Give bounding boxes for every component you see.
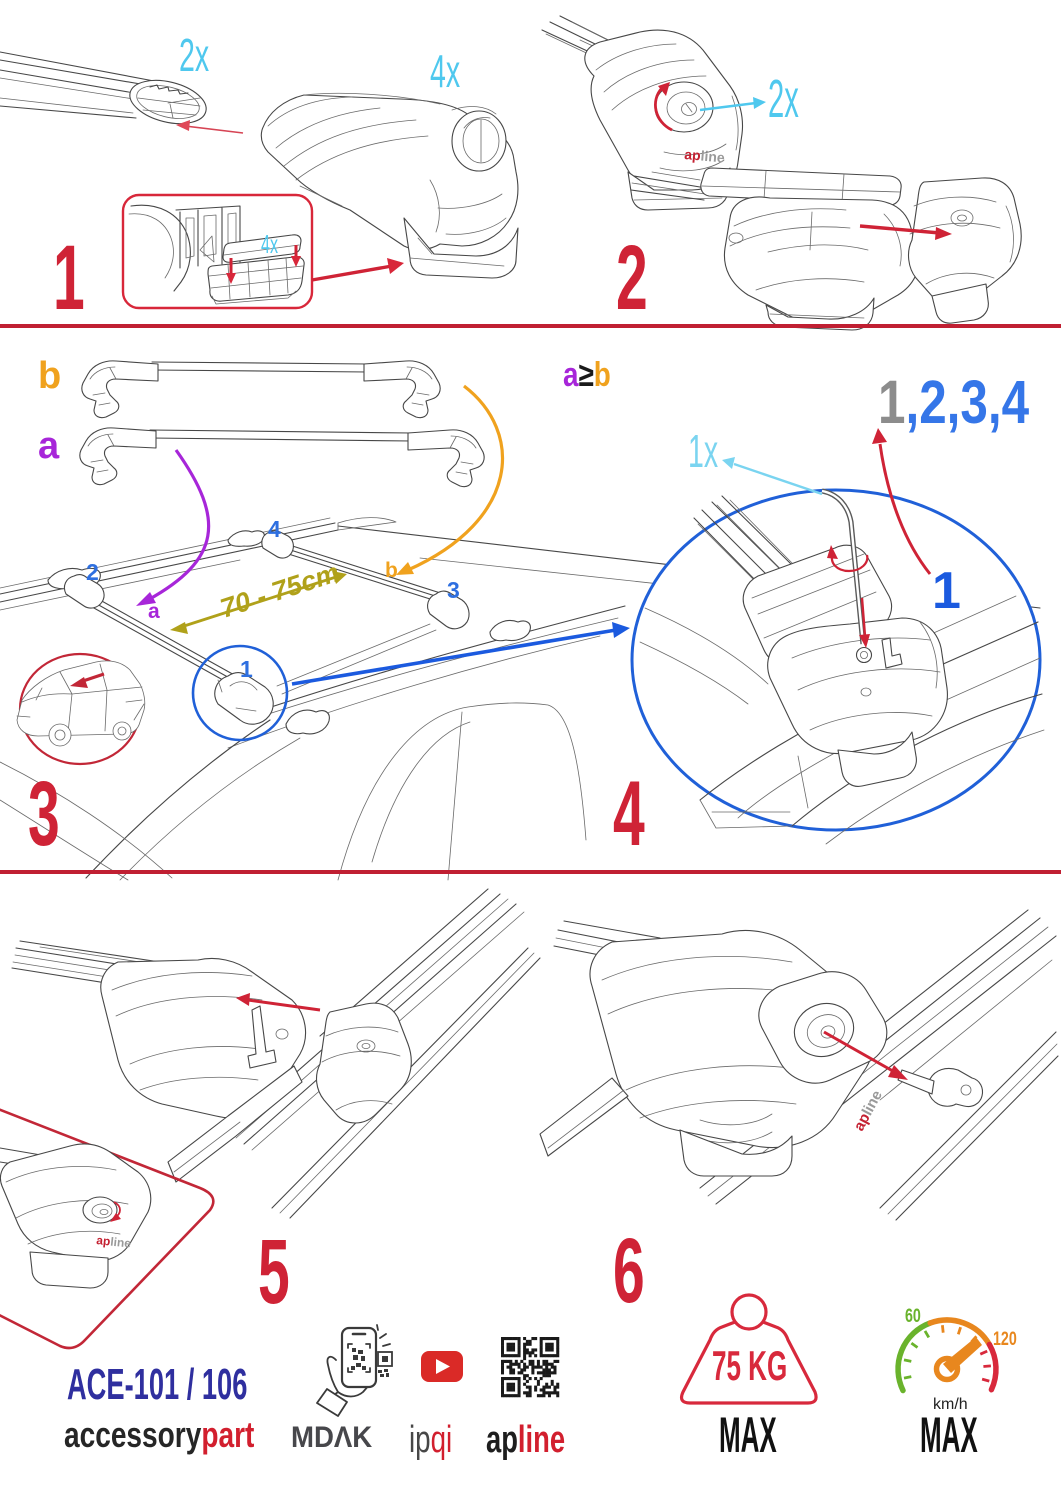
svg-text:a≥b: a≥b [563,355,611,393]
svg-text:2x: 2x [768,70,799,130]
svg-text:4: 4 [613,763,645,865]
svg-text:5: 5 [258,1221,290,1323]
svg-text:4x: 4x [261,229,278,259]
svg-text:2: 2 [616,227,648,329]
svg-text:b: b [385,559,398,582]
svg-text:b: b [38,355,61,397]
svg-text:ACE-101 / 106: ACE-101 / 106 [67,1359,247,1408]
svg-text:120: 120 [993,1328,1017,1349]
svg-text:4x: 4x [430,46,460,98]
svg-text:apline: apline [684,146,726,165]
svg-text:apline: apline [96,1233,132,1251]
svg-text:MAX: MAX [719,1408,777,1463]
svg-text:4: 4 [268,516,281,542]
svg-text:1: 1 [932,562,961,620]
svg-text:3: 3 [28,763,60,865]
svg-text:6: 6 [613,1220,645,1322]
svg-text:km/h: km/h [933,1396,968,1413]
svg-text:ipqi: ipqi [409,1419,452,1461]
svg-text:MDΛK: MDΛK [291,1421,372,1454]
svg-text:accessorypart: accessorypart [64,1415,255,1455]
svg-text:MAX: MAX [920,1408,978,1463]
svg-text:60: 60 [905,1305,921,1326]
svg-text:3: 3 [447,577,460,603]
svg-text:2x: 2x [179,30,209,82]
svg-text:1: 1 [53,227,85,329]
svg-text:apline: apline [486,1419,565,1461]
svg-text:1,2,3,4: 1,2,3,4 [878,368,1029,436]
svg-text:a: a [148,600,160,623]
svg-text:2: 2 [86,559,99,585]
svg-text:a: a [38,425,60,467]
svg-text:1: 1 [240,656,253,682]
svg-text:1x: 1x [688,426,718,478]
svg-text:75 KG: 75 KG [712,1343,787,1390]
